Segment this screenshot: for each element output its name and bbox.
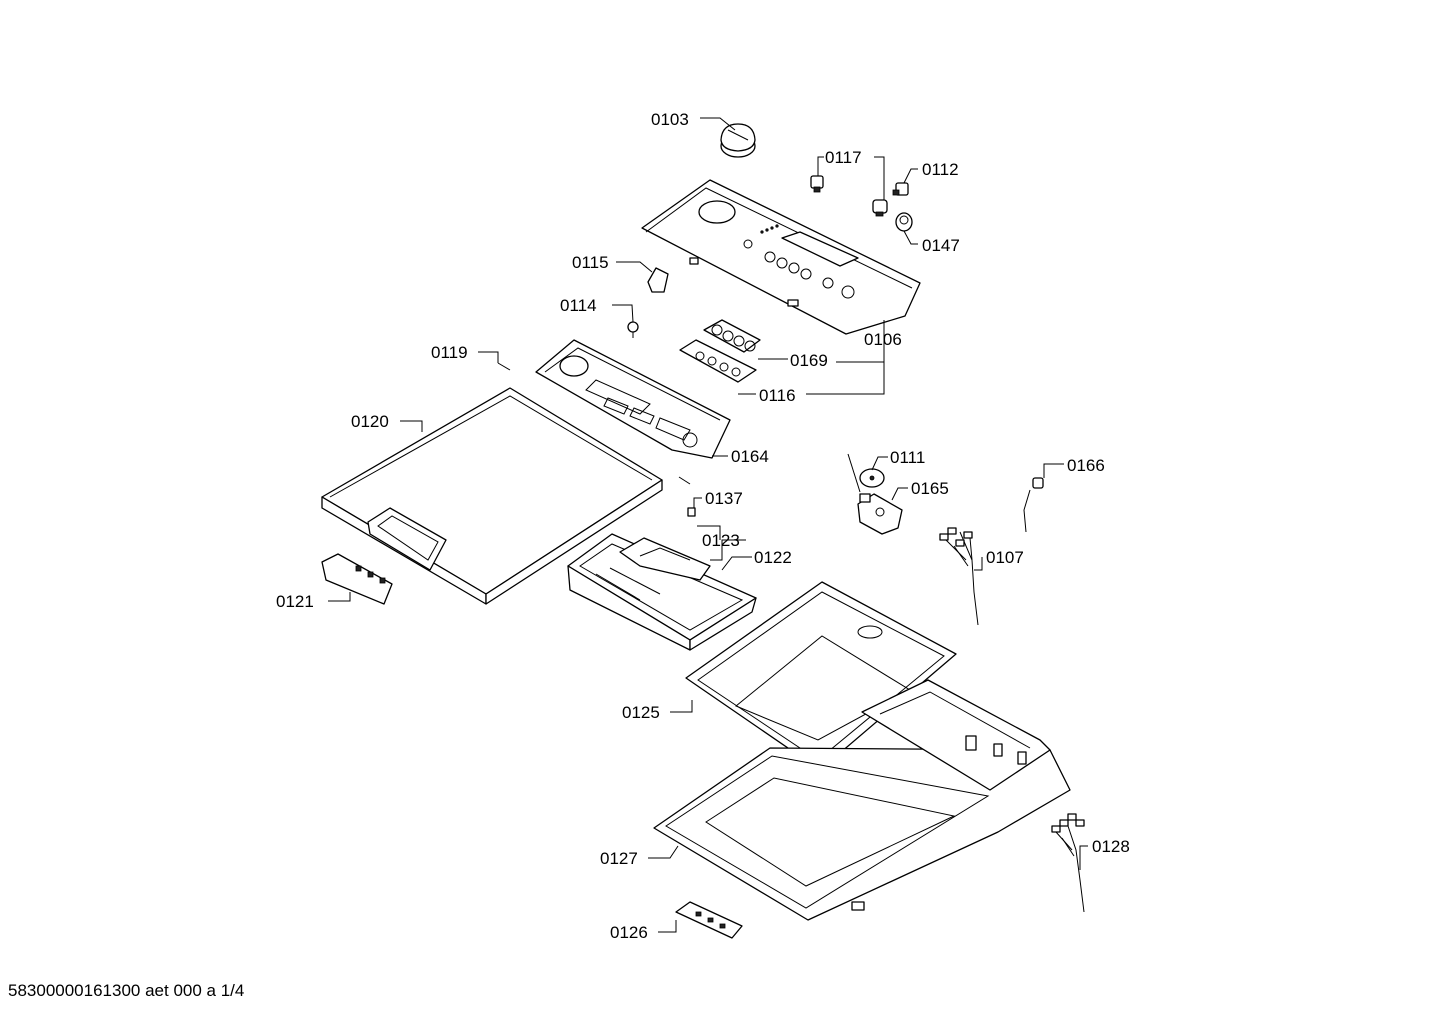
leader-lines — [328, 117, 1088, 933]
part-0121-handle — [321, 553, 393, 605]
document-id-footer: 58300000161300 aet 000 a 1/4 — [8, 981, 245, 1000]
part-0111-lock-cap — [847, 453, 885, 493]
label-0122: 0122 — [754, 548, 792, 567]
part-0107-harness — [939, 527, 979, 626]
label-0126: 0126 — [610, 923, 648, 942]
label-0119: 0119 — [431, 343, 468, 362]
label-0107: 0107 — [986, 548, 1024, 567]
part-0112-switch — [892, 182, 909, 196]
part-0169-button-strip — [703, 319, 761, 353]
label-0103: 0103 — [651, 110, 689, 129]
part-0114-screw — [627, 321, 639, 338]
label-0127: 0127 — [600, 849, 638, 868]
label-0115: 0115 — [572, 253, 609, 272]
part-0120-lid — [321, 387, 663, 605]
part-0137-pin — [678, 476, 696, 517]
part-0128-harness — [1051, 813, 1085, 913]
part-0122-dispenser — [567, 533, 757, 651]
part-0166-sensor — [1023, 477, 1044, 533]
part-0117b-switch — [872, 199, 888, 217]
part-0119-pin — [497, 362, 511, 371]
part-0164-electronic-module — [535, 339, 731, 459]
label-0106: 0106 — [864, 330, 902, 349]
label-0114: 0114 — [560, 296, 597, 315]
part-0125-tub-ring — [685, 581, 957, 771]
label-0121: 0121 — [276, 592, 314, 611]
label-0123: 0123 — [702, 531, 740, 550]
label-0169: 0169 — [790, 351, 828, 370]
part-0116-carrier — [679, 339, 757, 383]
part-0103-knob — [720, 123, 756, 158]
label-0125: 0125 — [622, 703, 660, 722]
label-0111: 0111 — [890, 448, 925, 467]
part-0106-control-panel — [641, 179, 921, 335]
part-0127-top-frame — [653, 679, 1071, 921]
label-0137: 0137 — [705, 489, 743, 508]
label-0164: 0164 — [731, 447, 769, 466]
label-0112: 0112 — [922, 160, 959, 179]
part-0147-button — [895, 212, 913, 232]
label-0166: 0166 — [1067, 456, 1105, 475]
label-0147: 0147 — [922, 236, 960, 255]
label-0117: 0117 — [825, 148, 862, 167]
part-0123-insert — [619, 537, 711, 581]
label-0120: 0120 — [351, 412, 389, 431]
part-0165-lock — [857, 493, 903, 535]
label-0165: 0165 — [911, 479, 949, 498]
part-0117-switch — [810, 175, 824, 193]
part-0126-latch — [675, 901, 743, 939]
label-0128: 0128 — [1092, 837, 1130, 856]
part-labels: 0103 0117 0112 0147 0115 0114 0119 0169 … — [276, 110, 1130, 942]
label-0116: 0116 — [759, 386, 796, 405]
part-0115-clip — [647, 267, 669, 293]
